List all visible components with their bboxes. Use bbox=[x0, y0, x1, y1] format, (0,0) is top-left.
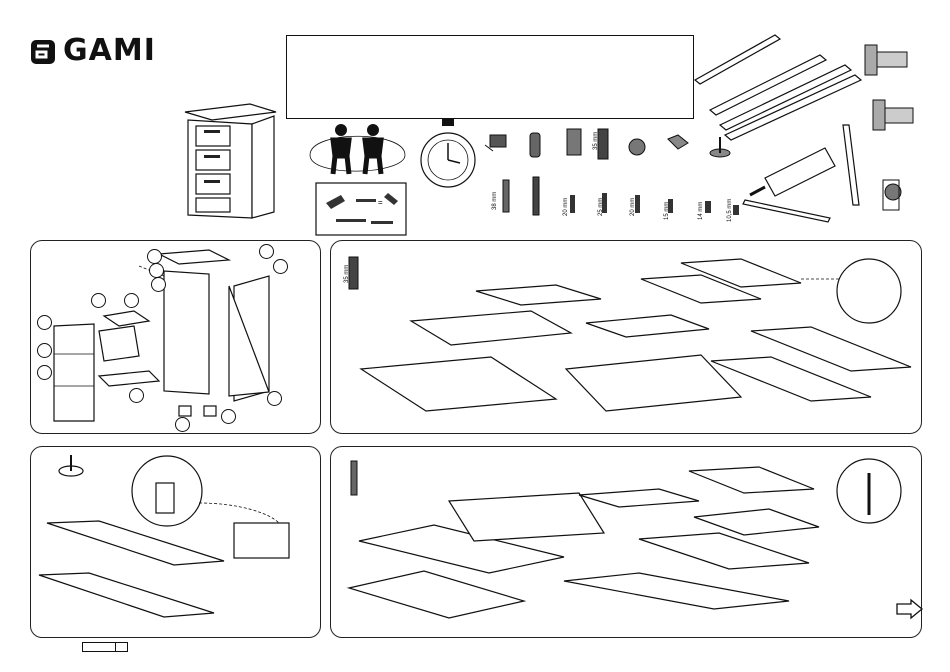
part-number-badge bbox=[273, 259, 288, 274]
measure-label: 35 mm bbox=[344, 265, 350, 283]
step-4-drawing bbox=[339, 453, 914, 633]
part-number-badge bbox=[147, 249, 162, 264]
part-number-badge bbox=[221, 409, 236, 424]
brand-name: GAMI bbox=[63, 33, 156, 68]
part-number-badge bbox=[37, 365, 52, 380]
next-page-arrow-icon[interactable] bbox=[896, 599, 924, 619]
part-number-badge bbox=[37, 343, 52, 358]
stopwatch-icon bbox=[418, 118, 478, 193]
part-number-badge bbox=[129, 388, 144, 403]
screw-label: 15 mm bbox=[664, 202, 670, 220]
part-number-badge bbox=[149, 263, 164, 278]
cabinet-overview-drawing bbox=[180, 100, 280, 225]
screw-label: 20 mm bbox=[563, 198, 569, 216]
step-2-panels-drawing bbox=[341, 249, 916, 429]
screw-label: 25 mm bbox=[598, 198, 604, 216]
part-number-badge bbox=[151, 277, 166, 292]
assembly-step-2-panel: 35 mm bbox=[330, 240, 922, 434]
measure-label: 35 mm bbox=[593, 132, 599, 150]
part-number-badge bbox=[91, 293, 106, 308]
tools-box: = bbox=[316, 183, 406, 235]
part-number-badge bbox=[175, 417, 190, 432]
two-person-assembly-icon bbox=[305, 120, 410, 182]
part-number-badge bbox=[124, 293, 139, 308]
gami-logo-mark bbox=[30, 36, 60, 66]
page-indicator-box bbox=[82, 642, 128, 652]
svg-text:=: = bbox=[378, 198, 383, 207]
assembly-step-3-panel bbox=[30, 446, 321, 638]
step-3-drawing bbox=[39, 453, 314, 633]
screw-label: 20 mm bbox=[630, 198, 636, 216]
part-number-badge bbox=[37, 315, 52, 330]
part-number-badge bbox=[267, 391, 282, 406]
assembly-step-4-panel bbox=[330, 446, 922, 638]
part-number-badge bbox=[259, 244, 274, 259]
assembly-step-1-panel bbox=[30, 240, 321, 434]
screw-label: 38 mm bbox=[492, 192, 498, 210]
runners-hinges-glue bbox=[695, 30, 925, 230]
notice-box bbox=[286, 35, 694, 119]
